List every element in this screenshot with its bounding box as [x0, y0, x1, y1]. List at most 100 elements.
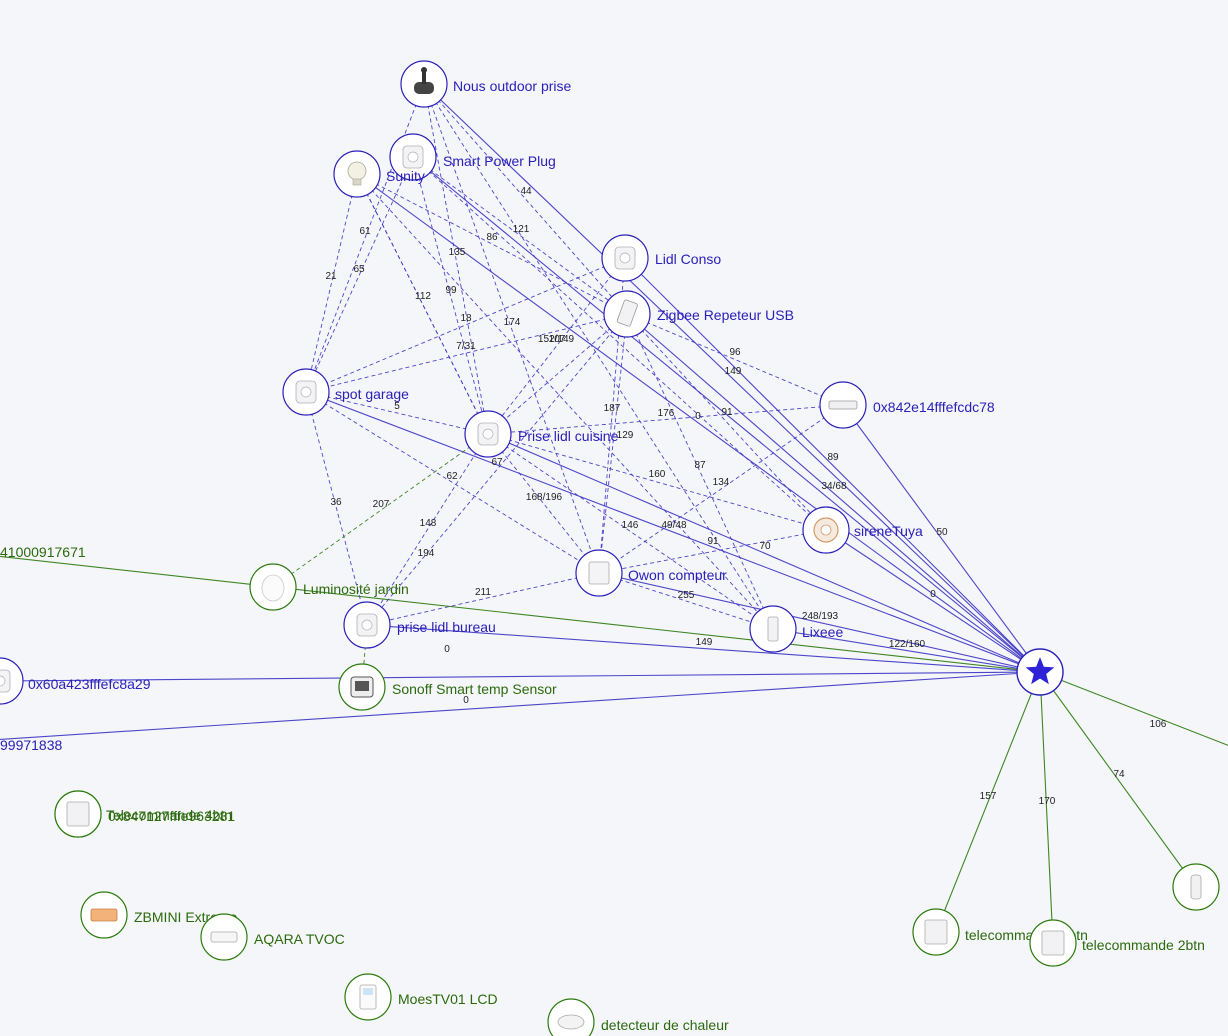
- node-hex842[interactable]: 0x842e14fffefcdc78: [819, 381, 995, 429]
- link-coord-nous: [423, 83, 1041, 673]
- lqi-label: 34/68: [821, 481, 846, 492]
- link-coord-plb: [366, 624, 1041, 673]
- node-owon[interactable]: Owon compteur: [575, 549, 727, 597]
- light-sensor-icon: [261, 574, 285, 602]
- node-label: Telecommande 4btn: [106, 807, 232, 823]
- node-lumi[interactable]: Luminosité jardin: [249, 563, 409, 611]
- node-label: 0x842e14fffefcdc78: [873, 399, 995, 415]
- node-label: spot garage: [335, 386, 409, 402]
- lqi-label: 255: [678, 590, 695, 601]
- node-nous[interactable]: Nous outdoor prise: [400, 60, 572, 108]
- node-spp[interactable]: Smart Power Plug: [389, 133, 556, 181]
- link-zrep-lixee: [626, 313, 774, 630]
- node-sunity[interactable]: Sunity: [333, 150, 425, 198]
- remote-icon: [1041, 930, 1065, 956]
- link-coord-sunity: [356, 173, 1041, 673]
- power-strip-icon: [828, 400, 858, 410]
- node-lixee[interactable]: Lixeee: [749, 605, 843, 653]
- node-detect[interactable]: detecteur de chaleur: [547, 998, 729, 1036]
- node-plc[interactable]: Prise lidl cuisine: [464, 410, 619, 458]
- node-lidlconso[interactable]: Lidl Conso: [601, 234, 721, 282]
- node-zrep[interactable]: Zigbee Repeteur USB: [603, 290, 794, 338]
- node-label: Zigbee Repeteur USB: [657, 307, 794, 323]
- node-sonoff[interactable]: Sonoff Smart temp Sensor: [338, 663, 557, 711]
- node-moes[interactable]: MoesTV01 LCD: [344, 973, 498, 1021]
- link-nous-lixee: [423, 83, 774, 630]
- node-telec2[interactable]: telecommande 2btn: [1029, 919, 1205, 967]
- node-n41[interactable]: 41000917671: [0, 529, 86, 575]
- link-sunity-spot: [305, 173, 358, 393]
- lqi-label: 194: [418, 548, 435, 559]
- star-icon: [1025, 657, 1055, 685]
- link-coord-n99: [0, 671, 1041, 740]
- lqi-label: 122/160: [889, 639, 926, 650]
- remote-icon: [924, 919, 948, 945]
- link-spp-zrep: [412, 156, 628, 315]
- link-lidlconso-spot: [305, 257, 626, 393]
- link-plc-owon: [487, 433, 600, 574]
- relay-icon: [90, 908, 118, 922]
- lqi-label: 134: [713, 477, 730, 488]
- link-spot-plb: [305, 391, 368, 626]
- lqi-label: 89: [827, 452, 839, 463]
- lqi-label: 248/193: [802, 611, 839, 622]
- smart-plug-icon: [356, 613, 378, 637]
- link-nous-plc: [423, 83, 489, 435]
- lqi-label: 86: [486, 232, 498, 243]
- node-rightend[interactable]: [1172, 863, 1220, 911]
- smart-plug-icon: [402, 145, 424, 169]
- node-label: Luminosité jardin: [303, 581, 409, 597]
- link-zrep-plb: [366, 313, 628, 626]
- link-zrep-spot: [305, 313, 628, 393]
- link-coord-rightend: [1039, 671, 1197, 888]
- link-coord-spot: [305, 391, 1041, 673]
- lqi-label: 87: [694, 460, 706, 471]
- air-sensor-icon: [210, 931, 238, 943]
- node-label: MoesTV01 LCD: [398, 991, 498, 1007]
- link-coord-zrep: [626, 313, 1041, 673]
- link-plc-lixee: [487, 433, 774, 630]
- lqi-label: 99: [445, 285, 457, 296]
- link-plc-lumi: [272, 433, 489, 588]
- lqi-label: 0: [930, 589, 936, 600]
- lqi-label: 106: [1150, 719, 1167, 730]
- lqi-label: 207: [373, 499, 390, 510]
- lqi-label: 96: [729, 347, 741, 358]
- lqi-label: 135: [449, 247, 466, 258]
- lqi-label: 61: [359, 226, 371, 237]
- link-hex842-owon: [598, 404, 844, 574]
- energy-meter-icon: [588, 561, 610, 585]
- node-label: Sunity: [386, 168, 425, 184]
- node-label: telecommande 2btn: [1082, 937, 1205, 953]
- node-n99[interactable]: 99971838: [0, 719, 63, 765]
- network-links: [0, 83, 1228, 944]
- node-aqara[interactable]: AQARA TVOC: [200, 913, 345, 961]
- lqi-label: 74: [1113, 769, 1125, 780]
- link-coord-lidlconso: [624, 257, 1041, 673]
- lqi-label: 36: [330, 497, 342, 508]
- node-label: detecteur de chaleur: [601, 1017, 729, 1033]
- link-zrep-owon: [598, 313, 628, 574]
- node-hex60a[interactable]: 0x60a423fffefc8a29: [0, 657, 151, 705]
- node-spot[interactable]: spot garage: [282, 368, 409, 416]
- lqi-label: 91: [707, 536, 719, 547]
- lqi-label: 49/48: [661, 520, 686, 531]
- lqi-label: 21: [325, 271, 337, 282]
- node-label: sireneTuya: [854, 523, 923, 539]
- node-telec4[interactable]: Telecommande 4btn: [54, 790, 232, 838]
- plug-icon: [0, 669, 11, 693]
- lqi-label: 176: [658, 408, 675, 419]
- link-coord-n41: [0, 555, 1041, 673]
- lqi-label: 67: [491, 457, 503, 468]
- node-sirene[interactable]: sireneTuya: [802, 506, 923, 554]
- coordinator-node[interactable]: [1016, 648, 1064, 696]
- sensor-icon: [1190, 874, 1202, 900]
- link-nous-zrep: [423, 83, 628, 315]
- node-plb[interactable]: prise lidl bureau: [343, 601, 496, 649]
- link-coord-telec2: [1039, 671, 1054, 944]
- lqi-label: 149: [725, 366, 742, 377]
- link-coord-sirene: [825, 529, 1041, 673]
- link-coord-offright: [1039, 671, 1228, 746]
